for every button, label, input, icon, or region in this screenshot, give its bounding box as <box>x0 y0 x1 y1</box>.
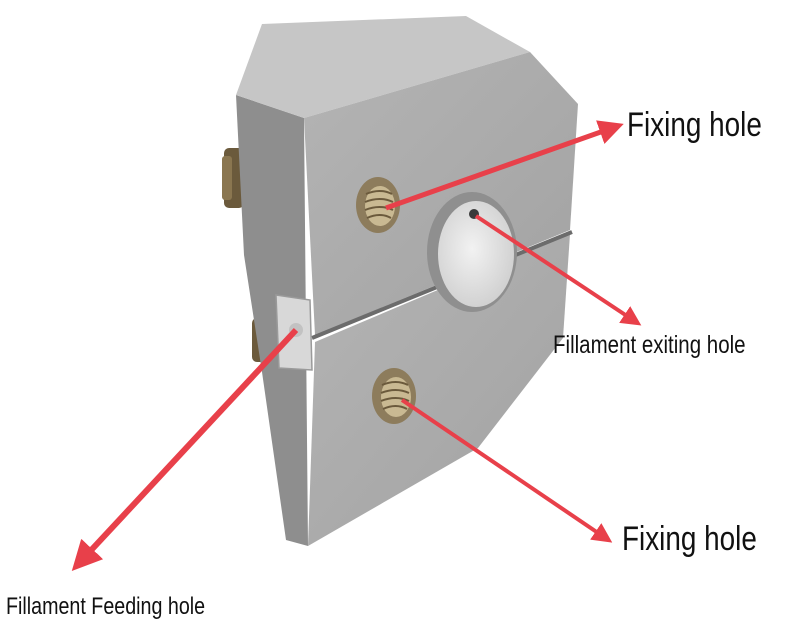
arrow-feeding <box>71 327 299 571</box>
arrow-fixing-bottom <box>400 398 613 543</box>
label-fixing-hole-bottom: Fixing hole <box>622 520 757 558</box>
block-front-lower <box>308 234 570 546</box>
block-front-upper <box>304 52 578 335</box>
back-fitting-top <box>222 148 244 208</box>
label-fixing-hole-top: Fixing hole <box>627 106 762 144</box>
arrow-exiting <box>474 214 642 326</box>
block-side-face <box>236 95 308 546</box>
fixing-hole-top <box>356 177 400 233</box>
label-filament-exiting-hole: Fillament exiting hole <box>553 331 746 359</box>
arrow-fixing-top <box>385 120 624 211</box>
fixing-hole-bottom <box>372 368 416 424</box>
block-top-face <box>236 16 530 118</box>
filament-bore <box>427 192 517 312</box>
label-filament-feeding-hole: Fillament Feeding hole <box>6 593 206 620</box>
